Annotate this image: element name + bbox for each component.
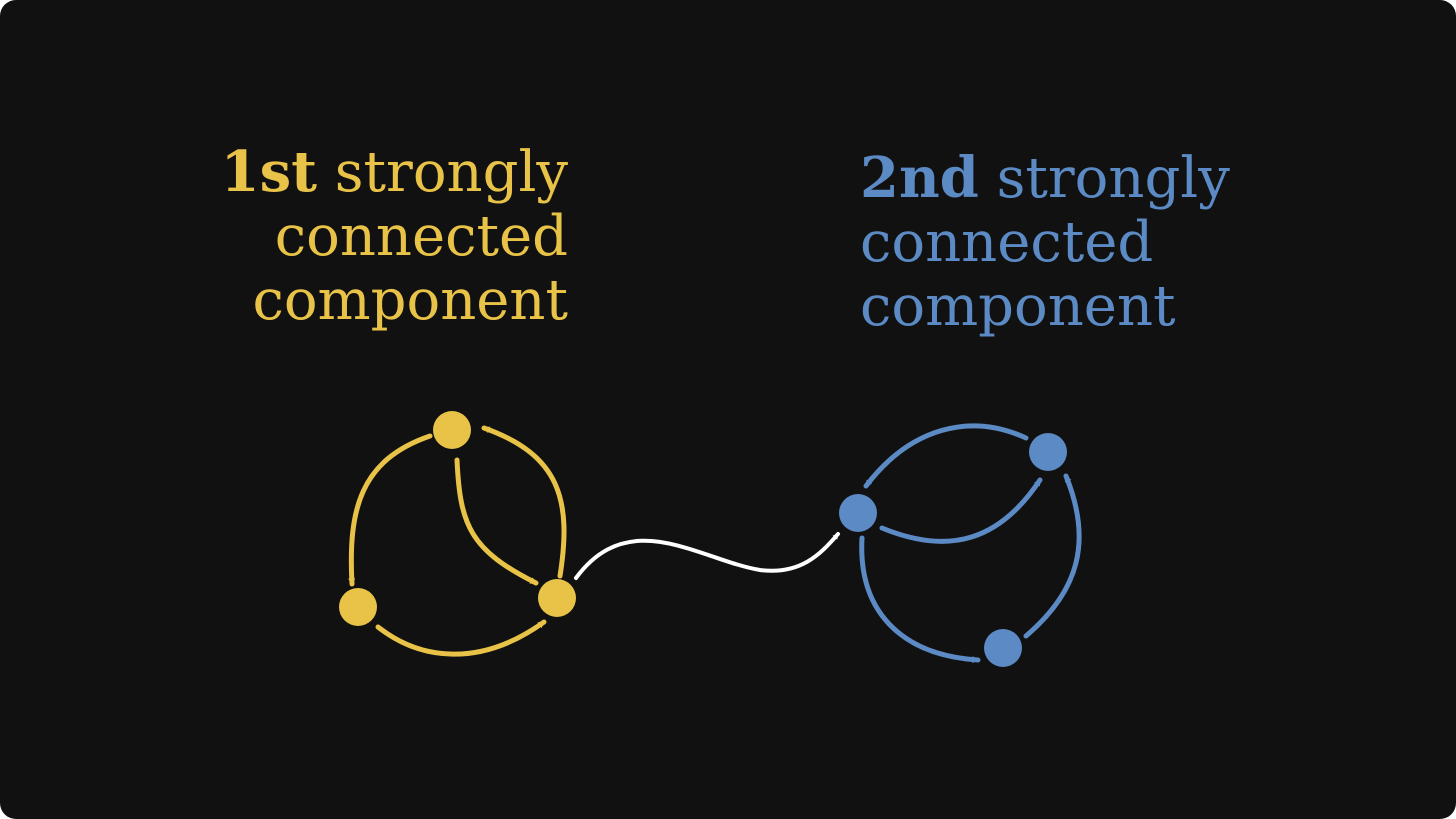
node-c1-left bbox=[339, 588, 377, 626]
component-1-label-line-2: connected bbox=[274, 204, 568, 269]
edge-c2-topright-to-left bbox=[863, 423, 1029, 489]
edge-c2-bottom-to-topright bbox=[1023, 473, 1082, 639]
component-2-label-line-1: 2nd strongly bbox=[860, 146, 1230, 211]
component-1-label-line-3: component bbox=[252, 268, 568, 333]
component-2-ordinal: 2nd bbox=[860, 145, 979, 211]
component-1-label-line-1: 1st strongly bbox=[221, 140, 568, 205]
component-1-ordinal: 1st bbox=[220, 139, 317, 205]
edge-c1-left-to-right bbox=[375, 619, 547, 657]
node-c1-top bbox=[433, 411, 471, 449]
node-c2-bottom bbox=[984, 629, 1022, 667]
edge-c2-left-to-bottom bbox=[859, 535, 981, 664]
edge-c1-top-to-left bbox=[348, 433, 433, 587]
component-1-label-line-1-rest: strongly bbox=[317, 140, 568, 205]
node-c1-right bbox=[538, 579, 576, 617]
node-c2-left bbox=[839, 494, 877, 532]
component-2-label-line-2: connected bbox=[860, 210, 1154, 275]
node-c2-top-right bbox=[1029, 433, 1067, 471]
component-2-label-line-3: component bbox=[860, 274, 1176, 339]
component-2-label-line-1-rest: strongly bbox=[978, 146, 1230, 211]
component-1-label: 1st strongly connected component bbox=[221, 140, 568, 333]
edge-bridge-c1-to-c2 bbox=[574, 532, 840, 580]
component-2-label: 2nd strongly connected component bbox=[860, 146, 1230, 339]
edge-c1-top-to-right bbox=[454, 457, 539, 586]
edge-c1-right-to-top bbox=[481, 425, 567, 579]
edge-c2-left-to-topright bbox=[879, 477, 1043, 544]
